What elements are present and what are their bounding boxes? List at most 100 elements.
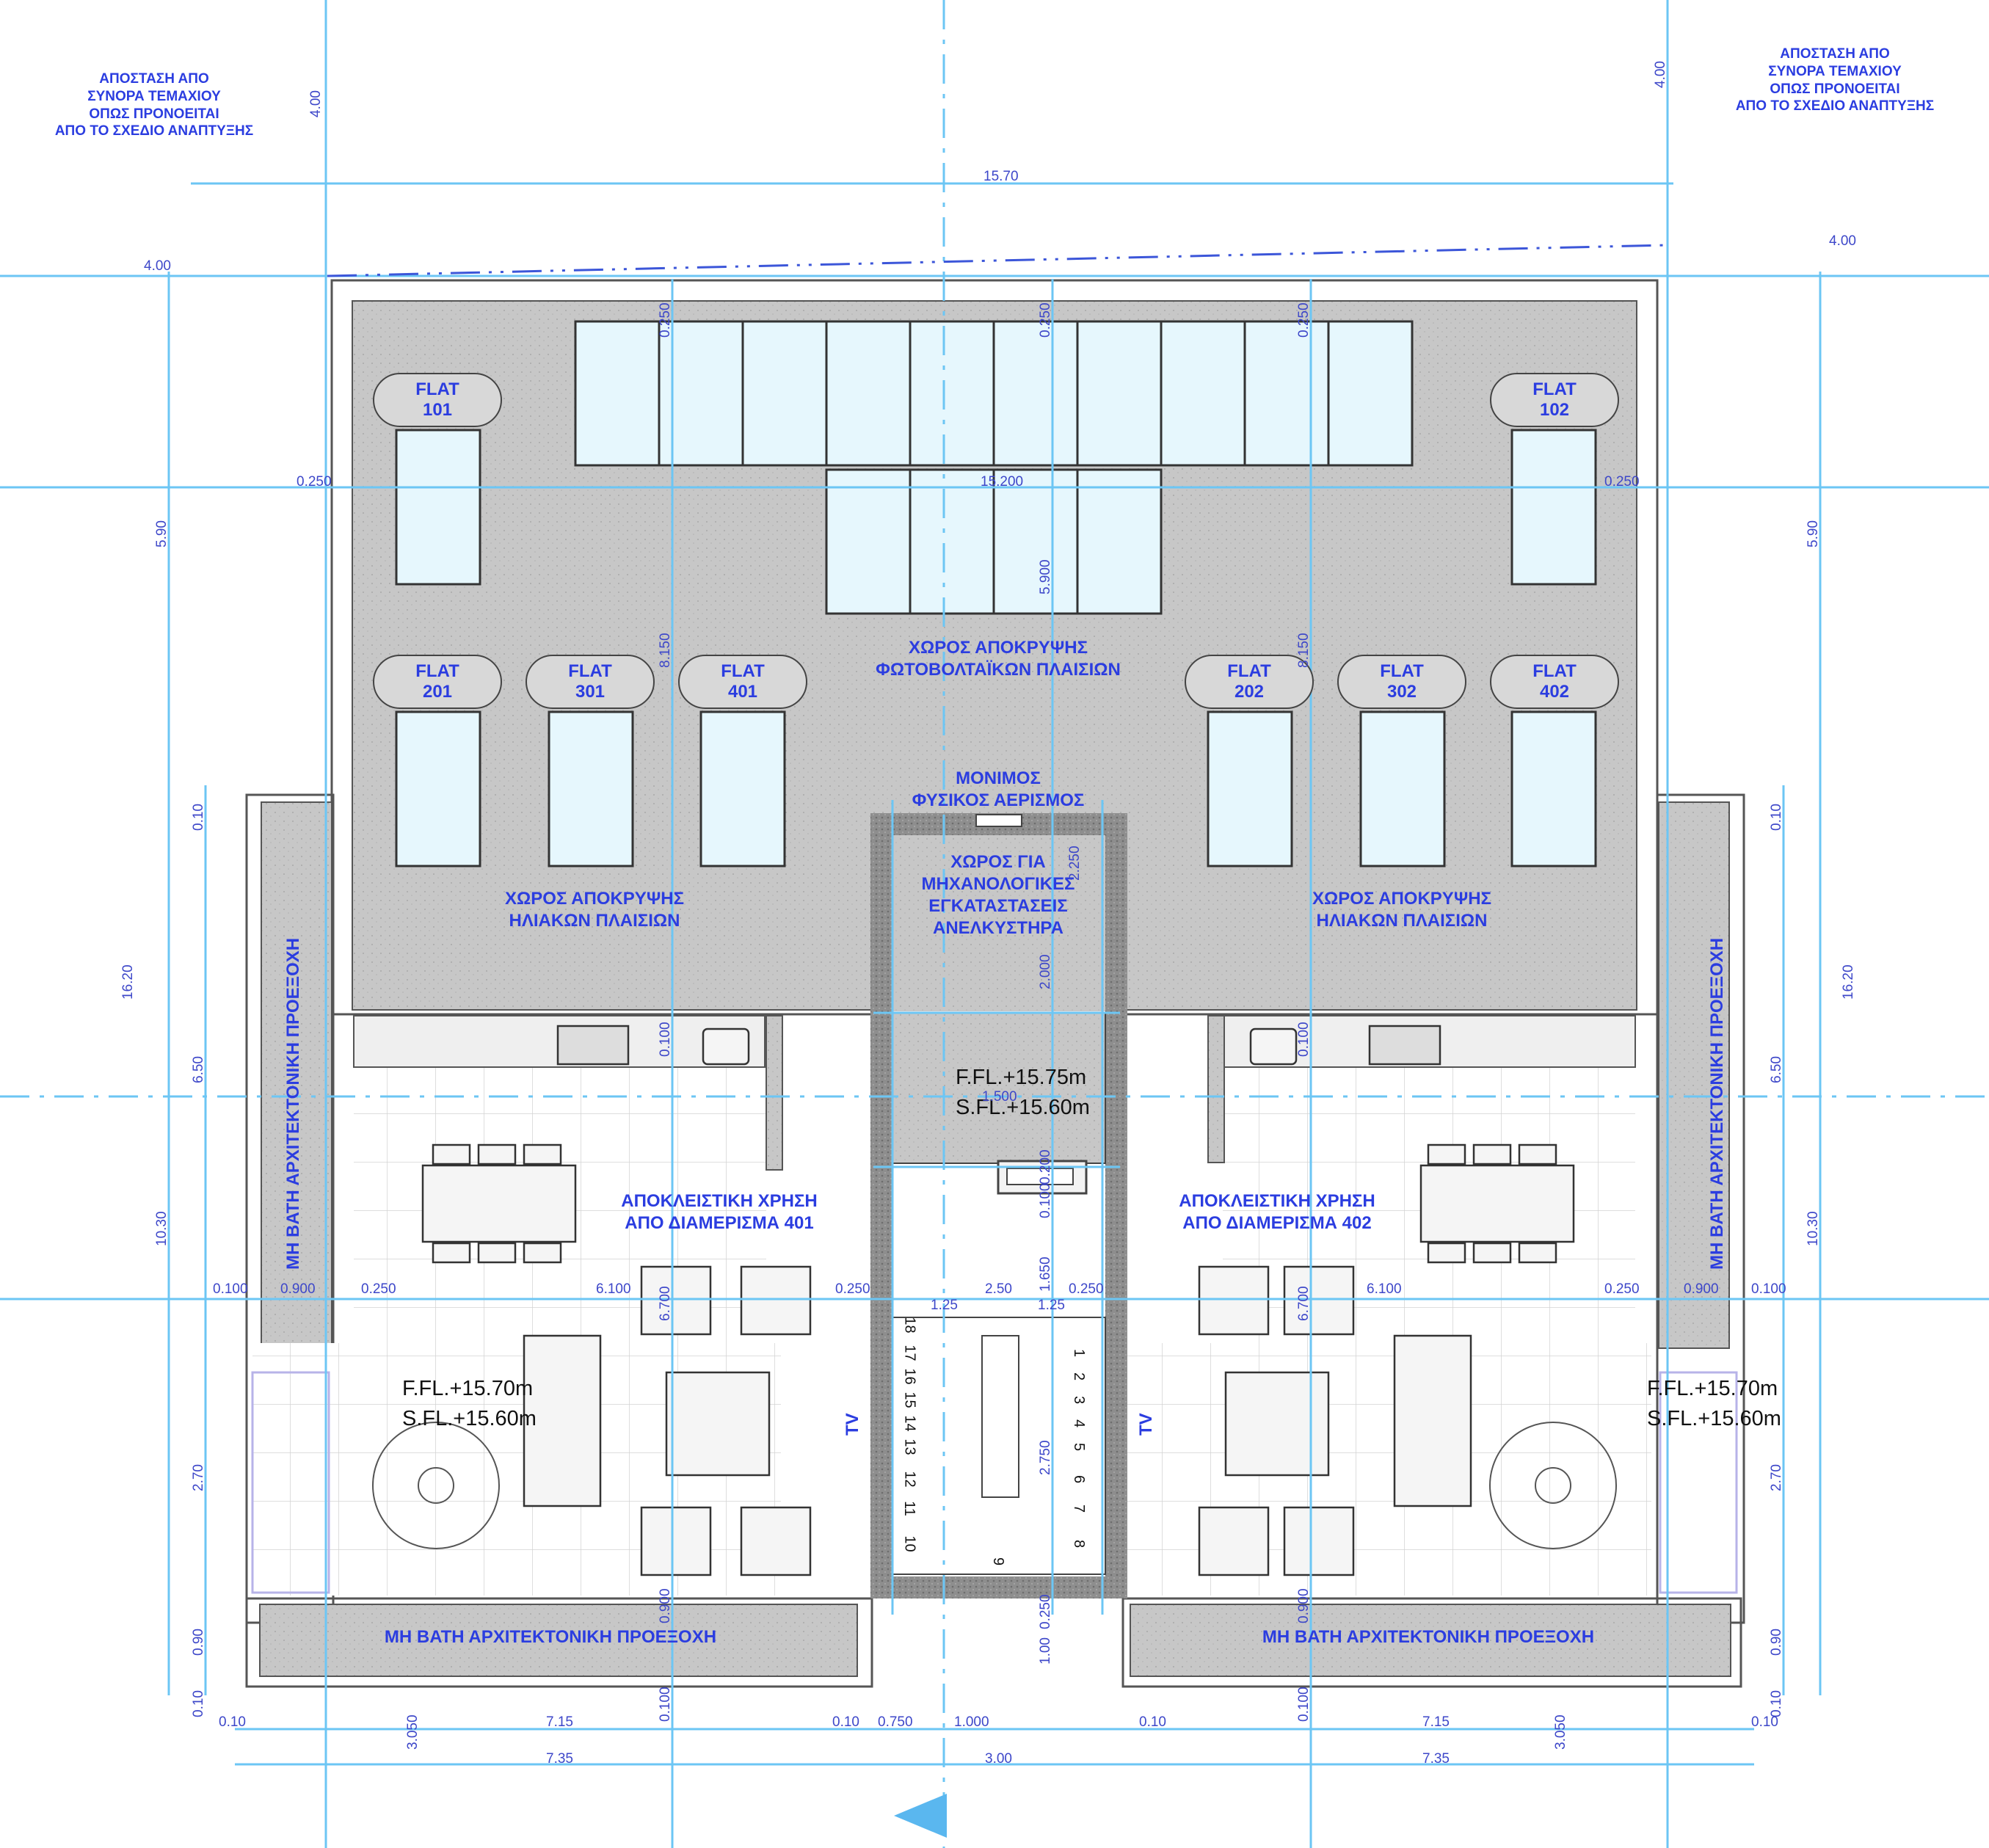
dim-label: 5.90 bbox=[154, 520, 170, 548]
dim-label: 6.50 bbox=[1769, 1056, 1784, 1083]
stair-step: 4 bbox=[1071, 1419, 1088, 1428]
setback-note-right: ΑΠΟΣΤΑΣΗ ΑΠΟ ΣΥΝΟΡΑ ΤΕΜΑΧΙΟΥ ΟΠΩΣ ΠΡΟΝΟΕ… bbox=[1735, 46, 1935, 114]
level-left: F.FL.+15.70m S.FL.+15.60m bbox=[402, 1377, 537, 1431]
spiral-stairs bbox=[372, 1422, 1617, 1549]
dim-label: 0.250 bbox=[1038, 1594, 1053, 1629]
room-solar-right: ΧΩΡΟΣ ΑΠΟΚΡΥΨΗΣ ΗΛΙΑΚΩΝ ΠΛΑΙΣΙΩΝ bbox=[1312, 889, 1491, 931]
dim-label: 6.100 bbox=[1367, 1281, 1402, 1297]
dim-label: 15.200 bbox=[981, 474, 1024, 490]
dim-label: 16.20 bbox=[120, 964, 136, 1000]
stair-step: 16 bbox=[901, 1368, 918, 1385]
dim-label: 7.15 bbox=[546, 1714, 573, 1730]
dim-label: 1.00 bbox=[1038, 1637, 1053, 1665]
dim-label: 2.750 bbox=[1038, 1440, 1053, 1475]
dim-label: 3.050 bbox=[405, 1714, 421, 1750]
projection-bottom-left: ΜΗ ΒΑΤΗ ΑΡΧΙΤΕΚΤΟΝΙΚΗ ΠΡΟΕΞΟΧΗ bbox=[384, 1627, 717, 1647]
projection-bottom-right: ΜΗ ΒΑΤΗ ΑΡΧΙΤΕΚΤΟΝΙΚΗ ΠΡΟΕΞΟΧΗ bbox=[1262, 1627, 1595, 1647]
north-arrow bbox=[894, 1794, 947, 1838]
dim-label: 0.250 bbox=[835, 1281, 870, 1297]
dim-label: 0.900 bbox=[1684, 1281, 1719, 1297]
stair-step: 1 bbox=[1071, 1348, 1088, 1358]
dim-label: 0.100 bbox=[1751, 1281, 1786, 1297]
dim-label: 6.100 bbox=[596, 1281, 631, 1297]
stair-step: 8 bbox=[1071, 1539, 1088, 1549]
setback-note-left: ΑΠΟΣΤΑΣΗ ΑΠΟ ΣΥΝΟΡΑ ΤΕΜΑΧΙΟΥ ΟΠΩΣ ΠΡΟΝΟΕ… bbox=[54, 71, 254, 139]
dim-label: 3.050 bbox=[1553, 1714, 1568, 1750]
furniture bbox=[421, 1025, 1575, 1576]
core bbox=[870, 813, 1127, 1598]
dim-label: 0.900 bbox=[658, 1588, 673, 1623]
dim-label: 0.10 bbox=[832, 1714, 859, 1730]
dim-label: 0.100 bbox=[213, 1281, 248, 1297]
dim-label: 10.30 bbox=[154, 1211, 170, 1246]
dim-label: 5.90 bbox=[1806, 520, 1821, 548]
dim-label: 0.10 bbox=[191, 1690, 206, 1717]
solar-panels bbox=[395, 429, 1597, 867]
dim-label: 16.20 bbox=[1841, 964, 1856, 1000]
dim-label: 2.70 bbox=[191, 1464, 206, 1491]
flat-badge-401: FLAT 401 bbox=[678, 655, 807, 709]
stair-step: 7 bbox=[1071, 1504, 1088, 1513]
dim-label: 0.200 bbox=[1038, 1149, 1053, 1185]
room-solar-left: ΧΩΡΟΣ ΑΠΟΚΡΥΨΗΣ ΗΛΙΑΚΩΝ ΠΛΑΙΣΙΩΝ bbox=[505, 889, 684, 931]
stair-step: 10 bbox=[901, 1535, 918, 1552]
flat-badge-201: FLAT 201 bbox=[373, 655, 502, 709]
stair-step: 2 bbox=[1071, 1372, 1088, 1381]
dim-label: 0.90 bbox=[191, 1629, 206, 1656]
dim-label: 0.10 bbox=[1769, 804, 1784, 831]
room-exclusive-401: ΑΠΟΚΛΕΙΣΤΙΚΗ ΧΡΗΣΗ ΑΠΟ ΔΙΑΜΕΡΙΣΜΑ 401 bbox=[621, 1191, 818, 1233]
dim-label: 0.10 bbox=[191, 804, 206, 831]
dim-label: 0.250 bbox=[1038, 302, 1053, 338]
stair-step: 3 bbox=[1071, 1395, 1088, 1405]
dim-label: 5.900 bbox=[1038, 559, 1053, 594]
dim-label: 0.100 bbox=[1038, 1183, 1053, 1218]
dim-label: 0.100 bbox=[658, 1687, 673, 1722]
dim-label: 4.00 bbox=[144, 258, 171, 274]
dim-label: 8.150 bbox=[1296, 633, 1312, 668]
dim-label: 4.00 bbox=[1829, 233, 1856, 249]
dim-label: 2.000 bbox=[1038, 954, 1053, 989]
dim-label: 2.70 bbox=[1769, 1464, 1784, 1491]
stair-step: 13 bbox=[901, 1438, 918, 1455]
flat-badge-301: FLAT 301 bbox=[526, 655, 655, 709]
flat-badge-302: FLAT 302 bbox=[1337, 655, 1466, 709]
dim-label: 0.10 bbox=[1751, 1714, 1778, 1730]
stair-step: 17 bbox=[901, 1345, 918, 1361]
stair-step: 9 bbox=[990, 1557, 1007, 1566]
dim-label: 1.25 bbox=[931, 1298, 958, 1313]
dim-label: 0.250 bbox=[1069, 1281, 1104, 1297]
dim-label: 0.250 bbox=[361, 1281, 396, 1297]
stair-step: 18 bbox=[901, 1317, 918, 1334]
tv-label-right: TV bbox=[1136, 1413, 1156, 1436]
flat-badge-202: FLAT 202 bbox=[1185, 655, 1314, 709]
dim-label: 8.150 bbox=[658, 633, 673, 668]
dim-label: 0.10 bbox=[1769, 1690, 1784, 1717]
stair-step: 14 bbox=[901, 1415, 918, 1432]
dim-label: 2.250 bbox=[1067, 845, 1083, 881]
dim-label: 4.00 bbox=[308, 90, 324, 117]
dim-label: 1.25 bbox=[1038, 1298, 1065, 1313]
dim-label: 1.000 bbox=[954, 1714, 989, 1730]
dim-label: 0.100 bbox=[1296, 1022, 1312, 1057]
dim-label: 6.700 bbox=[658, 1286, 673, 1321]
stair-step: 5 bbox=[1071, 1442, 1088, 1452]
dim-label: 0.250 bbox=[1296, 302, 1312, 338]
projection-left: ΜΗ ΒΑΤΗ ΑΡΧΙΤΕΚΤΟΝΙΚΗ ΠΡΟΕΞΟΧΗ bbox=[283, 937, 303, 1270]
stair-step: 6 bbox=[1071, 1474, 1088, 1484]
dim-label: 6.50 bbox=[191, 1056, 206, 1083]
dim-label: 7.35 bbox=[1422, 1751, 1450, 1767]
dim-label: 2.50 bbox=[985, 1281, 1012, 1297]
projection-right: ΜΗ ΒΑΤΗ ΑΡΧΙΤΕΚΤΟΝΙΚΗ ΠΡΟΕΞΟΧΗ bbox=[1707, 937, 1727, 1270]
dim-label: 6.700 bbox=[1296, 1286, 1312, 1321]
stair-step: 12 bbox=[901, 1471, 918, 1488]
dim-label: 0.100 bbox=[1296, 1687, 1312, 1722]
dim-label: 0.900 bbox=[280, 1281, 316, 1297]
dim-label: 3.00 bbox=[985, 1751, 1012, 1767]
stair-step: 11 bbox=[901, 1501, 917, 1516]
level-right: F.FL.+15.70m S.FL.+15.60m bbox=[1647, 1377, 1781, 1431]
dim-label: 7.35 bbox=[546, 1751, 573, 1767]
dim-label: 0.250 bbox=[1604, 1281, 1640, 1297]
